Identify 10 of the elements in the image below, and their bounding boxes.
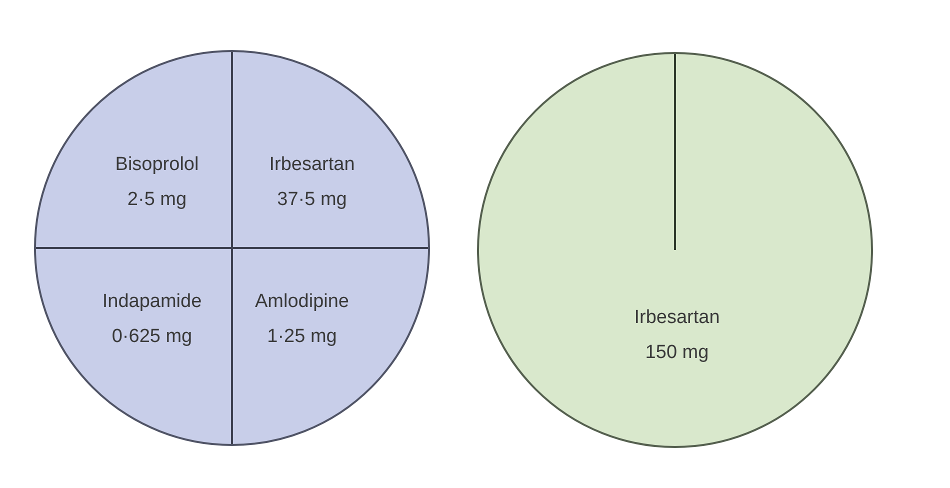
drug-name: Irbesartan (269, 153, 355, 177)
drug-name: Bisoprolol (115, 153, 199, 177)
dose-label: 0·625 mg (112, 325, 192, 349)
dose-label: 1·25 mg (267, 325, 337, 349)
drug-name: Irbesartan (634, 306, 720, 330)
drug-name: Amlodipine (255, 290, 349, 314)
dose-label: 150 mg (645, 341, 709, 365)
dose-label: 37·5 mg (277, 188, 347, 212)
drug-name: Indapamide (102, 290, 202, 314)
dose-label: 2·5 mg (127, 188, 187, 212)
